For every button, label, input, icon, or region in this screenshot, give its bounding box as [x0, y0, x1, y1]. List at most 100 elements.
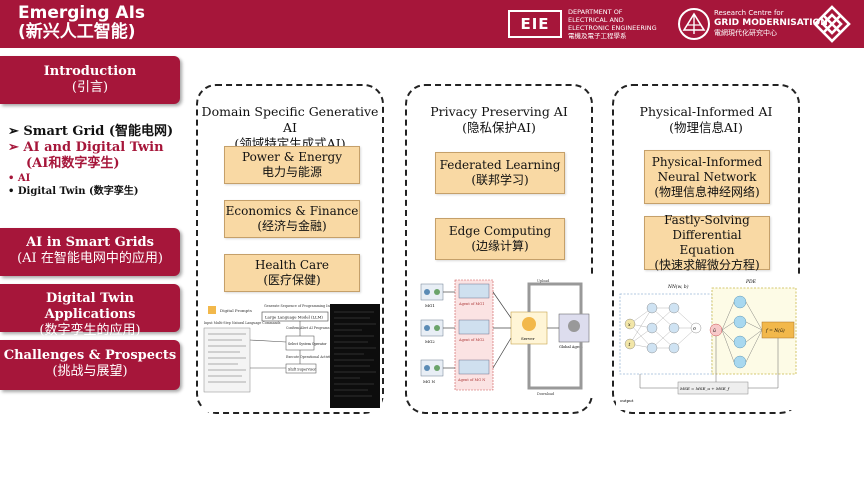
research-centre-logo-icon	[678, 8, 710, 40]
box-label-en: Federated Learning	[439, 158, 561, 172]
box-label-zh: (快速求解微分方程)	[654, 258, 760, 272]
fig-server: Server	[521, 336, 535, 341]
fig-mgn: MG N	[423, 379, 436, 384]
fig-global-agent: Global Agent	[559, 345, 583, 349]
fig-execute: Execute Operational Activities	[286, 355, 336, 359]
fig-digital-prompts: Digital Prompts	[220, 308, 252, 313]
panel-title-en: Privacy Preserving AI	[430, 104, 568, 119]
fig-t: t	[629, 342, 631, 348]
mg-icons	[420, 283, 444, 377]
fig-upload: Upload	[537, 279, 550, 283]
fig-agent2: Agent of MG2	[458, 338, 484, 342]
box-label-en: Neural Network	[657, 169, 757, 184]
fig-mg1: MG1	[425, 303, 435, 308]
ai-smart-grids-label-zh: (AI 在智能电网中的应用)	[17, 251, 163, 266]
fig-generate-sequence: Generate Sequence of Programming Instruc…	[264, 304, 366, 308]
bullet-ai-digital-twin-zh: (AI和数字孪生)	[26, 156, 120, 171]
dt-apps-label-zh: (数字孪生的应用)	[39, 323, 141, 338]
box-label-zh: (联邦学习)	[471, 173, 529, 187]
box-label-zh: (物理信息神经网络)	[654, 184, 760, 199]
panel-title-zh: (隐私保护AI)	[462, 120, 536, 135]
slide-title: Emerging AIs (新兴人工智能)	[18, 4, 145, 42]
panel-physical-ai: Physical-Informed AI (物理信息AI) Physical-I…	[612, 84, 800, 414]
fig-confirm: Confirm/Alert AI Programs	[286, 326, 330, 330]
dept-line: DEPARTMENT OF	[568, 8, 623, 16]
bullet-ai-digital-twin: ➢ AI and Digital Twin	[8, 140, 164, 155]
eee-logo: EIE	[508, 10, 562, 38]
panel-title: Domain Specific Generative AI (领域特定生成式AI…	[198, 104, 382, 152]
fig-output: output	[620, 398, 634, 403]
box-label-en: Economics & Finance	[225, 204, 359, 218]
box-differential-equation: Fastly-Solving Differential Equation (快速…	[644, 213, 770, 272]
intro-button[interactable]: Introduction (引言)	[0, 56, 180, 104]
department-text: DEPARTMENT OF ELECTRICAL AND ELECTRONIC …	[568, 8, 657, 40]
fig-sigma: σ	[693, 327, 696, 332]
box-edge-computing: Edge Computing (边缘计算)	[435, 218, 565, 260]
challenges-label-zh: (挑战与展望)	[52, 364, 128, 379]
agenda-bullets: ➢ Smart Grid (智能电网) ➢ AI and Digital Twi…	[8, 124, 198, 198]
box-label-en: Physical-Informed	[651, 154, 763, 169]
dept-line: 電機及電子工程學系	[568, 32, 627, 40]
dept-line: ELECTRICAL AND	[568, 16, 624, 24]
fig-agentn: Agent of MG N	[457, 378, 485, 382]
panel-generative-ai: Domain Specific Generative AI (领域特定生成式AI…	[196, 84, 384, 414]
rc-line-big: GRID MODERNISATION	[714, 18, 828, 28]
bullet-smart-grid: ➢ Smart Grid (智能电网)	[8, 124, 174, 139]
box-power-energy: Power & Energy 电力与能源	[224, 146, 360, 184]
box-pinn: Physical-Informed Neural Network (物理信息神经…	[644, 150, 770, 204]
box-label-en: Power & Energy	[241, 150, 343, 164]
llm-workflow-figure: Digital Prompts Generate Sequence of Pro…	[202, 300, 382, 412]
panel-title-zh: (物理信息AI)	[669, 120, 743, 135]
box-economics-finance: Economics & Finance (经济与金融)	[224, 200, 360, 238]
fig-nn-label: NN(w, b)	[667, 283, 689, 290]
bullet-digital-twin: • Digital Twin (数字孪生)	[8, 186, 139, 197]
header-bar: Emerging AIs (新兴人工智能) EIE DEPARTMENT OF …	[0, 0, 864, 48]
federated-learning-figure: MG1 MG2 MG N Agent of MG1 Agent of MG2 A…	[411, 276, 593, 396]
challenges-button[interactable]: Challenges & Prospects (挑战与展望)	[0, 340, 180, 390]
ai-smart-grids-button[interactable]: AI in Smart Grids (AI 在智能电网中的应用)	[0, 228, 180, 276]
box-label-en: Edge Computing	[448, 224, 552, 238]
box-label-zh: 电力与能源	[261, 165, 322, 179]
box-label-en: Fastly-Solving	[664, 213, 750, 227]
fig-loss: MSE = MSE_u + MSE_f	[679, 386, 731, 391]
pinn-figure: NN(w, b) PDE x t σ û	[616, 276, 800, 410]
dept-line: ELECTRONIC ENGINEERING	[568, 24, 657, 32]
polyu-logo-icon	[813, 5, 851, 43]
ai-smart-grids-label-en: AI in Smart Grids	[26, 235, 154, 250]
intro-label-en: Introduction	[43, 64, 137, 79]
panel-title-en: Physical-Informed AI	[639, 104, 773, 119]
challenges-label-en: Challenges & Prospects	[3, 348, 177, 363]
panel-title: Privacy Preserving AI (隐私保护AI)	[407, 104, 591, 136]
dt-apps-label-en: Digital Twin Applications	[44, 291, 136, 322]
digital-twin-apps-button[interactable]: Digital Twin Applications (数字孪生的应用)	[0, 284, 180, 338]
bullet-ai: • AI	[8, 173, 31, 184]
fig-select-system: Select System Operator	[288, 342, 327, 346]
fig-input: Input Multi-Step Natural Language Comman…	[204, 321, 281, 325]
slide-title-zh: (新兴人工智能)	[18, 22, 136, 42]
panel-title: Physical-Informed AI (物理信息AI)	[614, 104, 798, 136]
rc-line: Research Centre for	[714, 9, 784, 17]
fig-pde-label: PDE	[745, 279, 757, 285]
slide-title-en: Emerging AIs	[18, 3, 146, 23]
fig-llm: Large Language Model (LLM)	[265, 315, 323, 320]
fig-shift-supervisor: Shift Supervisor	[288, 368, 316, 372]
prompt-icon	[208, 306, 216, 314]
rc-line-zh: 電網現代化研究中心	[714, 29, 777, 37]
box-label-zh: (医疗保健)	[263, 273, 321, 287]
fig-u-hat: û	[713, 327, 716, 334]
box-federated-learning: Federated Learning (联邦学习)	[435, 152, 565, 194]
box-label-en: Differential Equation	[672, 228, 742, 257]
box-label-en: Health Care	[254, 258, 330, 272]
box-label-zh: (经济与金融)	[257, 219, 327, 233]
box-label-zh: (边缘计算)	[471, 239, 529, 253]
intro-label-zh: (引言)	[71, 80, 109, 95]
fig-mg2: MG2	[425, 339, 435, 344]
research-centre-text: Research Centre for GRID MODERNISATION 電…	[714, 9, 828, 38]
fig-f-label: f = N(û)	[765, 327, 785, 334]
fig-x: x	[628, 323, 631, 328]
fig-agent1: Agent of MG1	[458, 302, 484, 306]
fig-download: Download	[537, 392, 555, 396]
panel-title-en: Domain Specific Generative AI	[201, 104, 379, 135]
box-health-care: Health Care (医疗保健)	[224, 254, 360, 292]
panel-privacy-ai: Privacy Preserving AI (隐私保护AI) Federated…	[405, 84, 593, 414]
